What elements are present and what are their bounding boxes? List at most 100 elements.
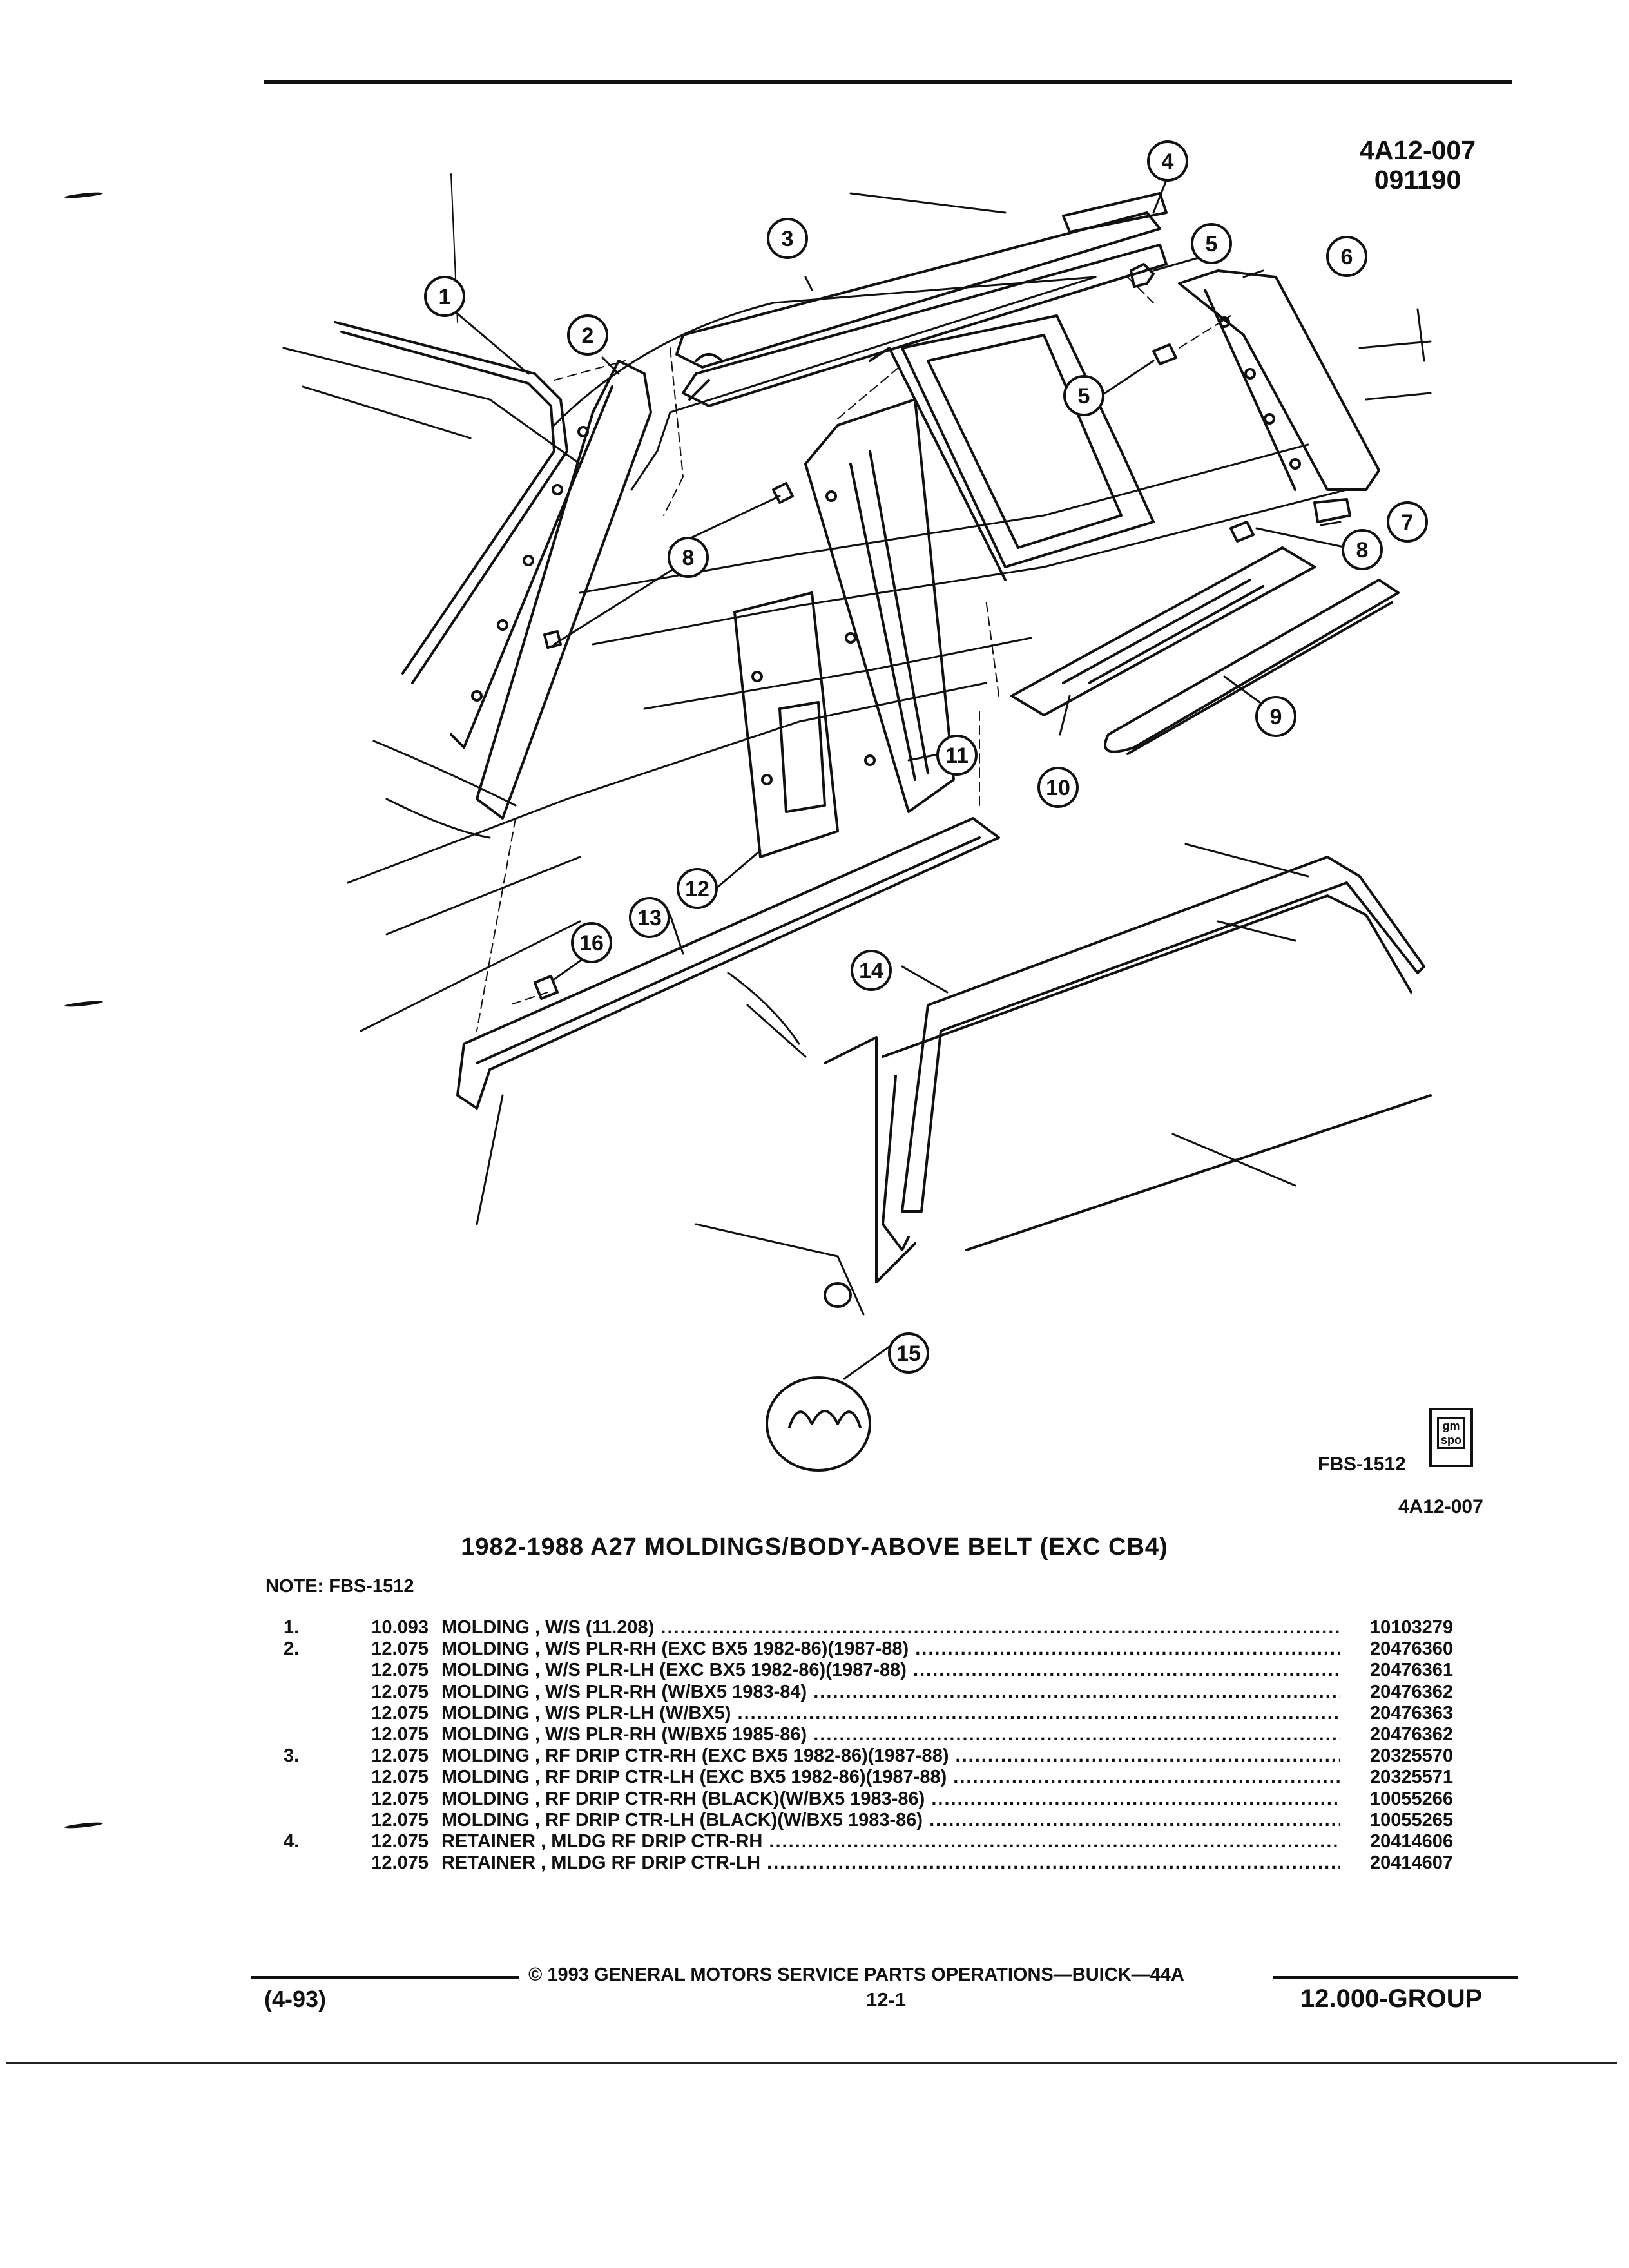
leader-lines [476,276,1231,1032]
footer-rule [251,1976,519,1979]
part-description: MOLDING , W/S PLR-LH (W/BX5) [441,1703,1340,1724]
item-number [284,1789,345,1810]
part-6-rear-pillar-molding [1178,269,1380,491]
figure-code: FBS-1512 [1318,1454,1406,1475]
callout-label: 1 [439,285,451,309]
callout-label: 6 [1341,245,1353,269]
group-code: 12.075 [371,1681,429,1702]
group-code: 12.075 [371,1724,429,1745]
part-number: 20414606 [1369,1831,1453,1852]
group-code: 12.075 [371,1702,429,1724]
figure-id: 4A12-007 [1359,135,1476,165]
scan-edge-line [6,2062,1617,2064]
figure-id-header: 4A12-007 091190 [1334,135,1501,195]
callout-circles [424,140,1428,1374]
part-1-windshield-molding [334,173,568,684]
callout-label: 2 [582,323,594,348]
figure-id-bottom: 4A12-007 [1398,1496,1483,1517]
table-row: 12.075 MOLDING , RF DRIP CTR-LH (EXC BX5… [284,1767,1521,1788]
part-description: MOLDING , RF DRIP CTR-LH (EXC BX5 1982-8… [441,1767,1340,1788]
footer-rule [1273,1976,1518,1979]
figure-date: 091190 [1374,165,1461,195]
group-code: 12.075 [371,1767,429,1788]
part-description: MOLDING , W/S PLR-RH (W/BX5 1983-84) [441,1682,1340,1703]
parts-table: 1. 10.093 MOLDING , W/S (11.208) 1010327… [284,1617,1521,1874]
callout-label: 3 [782,227,794,251]
callout-label: 5 [1206,232,1218,256]
part-description: MOLDING , RF DRIP CTR-LH (BLACK)(W/BX5 1… [441,1810,1340,1831]
group-code: 12.075 [371,1639,429,1660]
part-description: MOLDING , RF DRIP CTR-RH (EXC BX5 1982-8… [441,1745,1340,1767]
part-description: RETAINER , MLDG RF DRIP CTR-LH [441,1852,1340,1874]
note-text: NOTE: FBS-1512 [265,1576,414,1597]
part-number: 20325571 [1369,1767,1453,1788]
part-number: 20476361 [1369,1660,1453,1681]
callout-label: 12 [685,877,709,901]
table-row: 12.075 MOLDING , RF DRIP CTR-LH (BLACK)(… [284,1810,1521,1831]
group-code: 12.075 [371,1831,429,1852]
table-row: 4. 12.075 RETAINER , MLDG RF DRIP CTR-RH… [284,1831,1521,1852]
item-number [284,1810,345,1831]
part-number: 20476363 [1369,1702,1453,1724]
callout-label: 16 [579,931,604,956]
group-code: 12.075 [371,1660,429,1681]
revision-date: (4-93) [264,1986,327,2012]
callout-label: 11 [945,744,969,768]
part-number: 20476360 [1369,1639,1453,1660]
part-9-belt-molding [1104,579,1400,755]
item-number [284,1682,345,1703]
part-description: MOLDING , RF DRIP CTR-RH (BLACK)(W/BX5 1… [441,1789,1340,1810]
callout-label: 8 [1356,538,1369,562]
exploded-parts-diagram: 1 2 3 4 5 5 6 7 8 8 9 10 11 12 13 14 15 … [282,140,1432,1472]
table-row: 12.075 RETAINER , MLDG RF DRIP CTR-LH 20… [284,1852,1521,1874]
item-number [284,1660,345,1681]
part-description: MOLDING , W/S PLR-LH (EXC BX5 1982-86)(1… [441,1660,1340,1681]
callout-label: 5 [1078,384,1090,408]
part-description: RETAINER , MLDG RF DRIP CTR-RH [441,1831,1340,1852]
part-3-roof-drip-molding [675,211,1168,407]
part-12-pillar-applique [733,591,839,858]
item-number: 3. [284,1745,300,1767]
table-row: 2. 12.075 MOLDING , W/S PLR-RH (EXC BX5 … [284,1639,1521,1660]
copyright-notice: © 1993 GENERAL MOTORS SERVICE PARTS OPER… [528,1965,1184,1985]
table-row: 12.075 MOLDING , W/S PLR-LH (W/BX5) 2047… [284,1703,1521,1724]
part-description: MOLDING , W/S PLR-RH (EXC BX5 1982-86)(1… [441,1639,1340,1660]
part-number: 20476362 [1369,1681,1453,1702]
table-row: 12.075 MOLDING , RF DRIP CTR-RH (BLACK)(… [284,1789,1521,1810]
callout-label: 9 [1270,705,1282,729]
part-14-emblem [766,1282,871,1472]
part-number: 20325570 [1369,1745,1453,1767]
part-number: 10055266 [1369,1788,1453,1809]
item-number: 4. [284,1831,300,1852]
callout-arrows [443,179,1348,1380]
group-code: 12.075 [371,1788,429,1809]
part-7-clip [1313,498,1351,523]
callout-label: 7 [1402,510,1414,535]
item-number: 2. [284,1639,300,1660]
item-number [284,1703,345,1724]
item-number [284,1724,345,1745]
gm-spo-logo-text: gm spo [1437,1417,1465,1449]
part-number: 20414607 [1369,1852,1453,1874]
table-row: 3. 12.075 MOLDING , RF DRIP CTR-RH (EXC … [284,1745,1521,1767]
gm-spo-logo-icon: gm spo [1429,1408,1473,1467]
page-title: 1982-1988 A27 MOLDINGS/BODY-ABOVE BELT (… [461,1533,1168,1561]
callout-label: 10 [1046,776,1070,800]
part-4-retainer [1062,192,1168,233]
top-rule [264,80,1512,84]
item-number [284,1852,345,1874]
part-2-windshield-pillar-molding [450,360,652,820]
part-15-back-window-molding [824,856,1432,1283]
part-number: 10055265 [1369,1809,1453,1831]
group-code: 12.075 [371,1852,429,1874]
part-10-belt-retainer [1010,546,1316,716]
page-number: 12-1 [866,1988,907,2011]
part-description: MOLDING , W/S (11.208) [441,1617,1340,1639]
callout-label: 15 [896,1341,921,1366]
part-number: 20476362 [1369,1724,1453,1745]
table-row: 12.075 MOLDING , W/S PLR-RH (W/BX5 1983-… [284,1682,1521,1703]
group-code: 12.075 [371,1745,429,1767]
group-code: 12.075 [371,1809,429,1831]
table-row: 1. 10.093 MOLDING , W/S (11.208) 1010327… [284,1617,1521,1639]
part-11-center-pillar-applique [804,398,955,813]
